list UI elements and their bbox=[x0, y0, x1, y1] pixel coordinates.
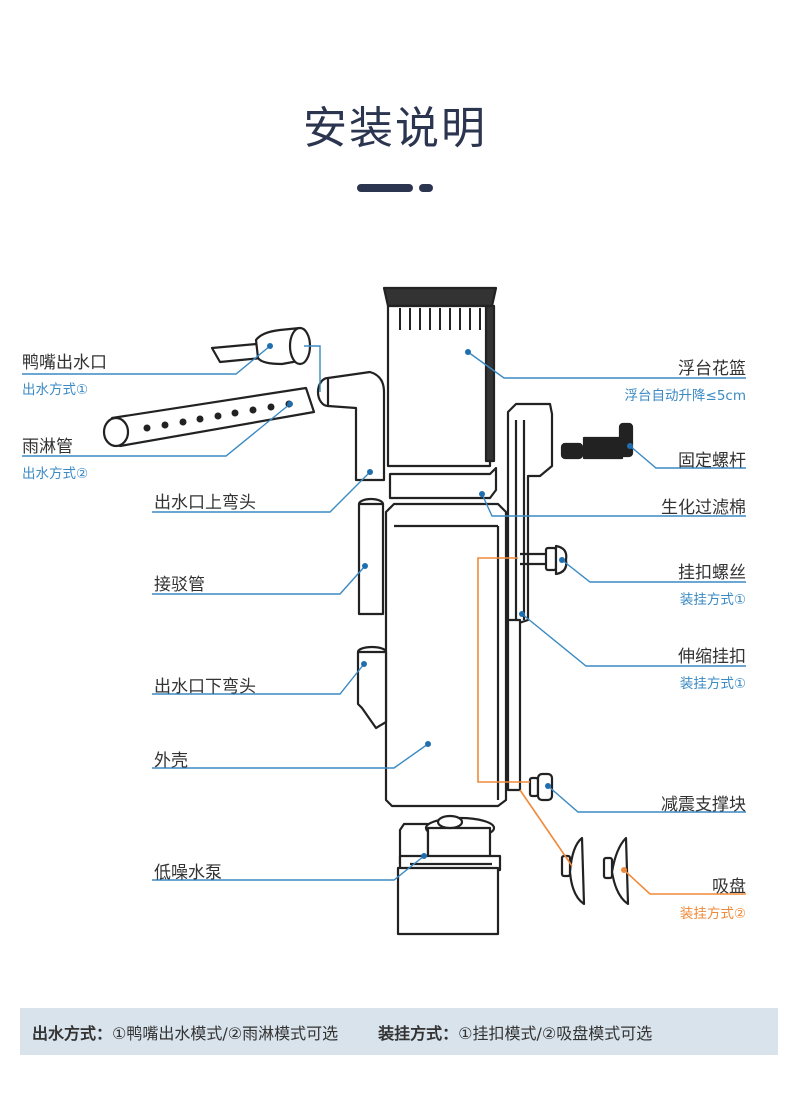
suction-leader-dot bbox=[621, 867, 627, 873]
suction-cup-part bbox=[560, 836, 630, 906]
label-duckbill-outlet: 鸭嘴出水口 bbox=[22, 353, 107, 373]
leader-dots bbox=[267, 343, 633, 859]
blue-leader-lines bbox=[22, 345, 746, 881]
spray-bar-part bbox=[102, 386, 316, 448]
label-hanging-screw: 挂扣螺丝 bbox=[678, 563, 746, 583]
label-low-noise-pump: 低噪水泵 bbox=[154, 863, 222, 883]
label-shock-absorber: 减震支撑块 bbox=[661, 795, 746, 815]
label-fixing-screw-rod: 固定螺杆 bbox=[678, 451, 746, 471]
label-bio-filter-sponge: 生化过滤棉 bbox=[661, 498, 746, 518]
sub-duckbill-outlet: 出水方式① bbox=[22, 382, 89, 398]
label-outer-shell: 外壳 bbox=[154, 751, 188, 771]
label-spray-bar: 雨淋管 bbox=[22, 437, 73, 457]
sub-floating-basket: 浮台自动升降≤5cm bbox=[624, 388, 746, 404]
footer-outlet-text: ①鸭嘴出水模式/②雨淋模式可选 bbox=[112, 1023, 339, 1043]
telescopic-hanger-part bbox=[506, 402, 554, 626]
footer-summary-bar: 出水方式： ①鸭嘴出水模式/②雨淋模式可选 装挂方式： ①挂扣模式/②吸盘模式可… bbox=[20, 1008, 778, 1055]
lower-outlet-elbow-part bbox=[356, 645, 388, 730]
upper-outlet-elbow-part bbox=[316, 370, 386, 482]
footer-outlet-title: 出水方式： bbox=[32, 1023, 113, 1043]
floating-basket-part bbox=[382, 286, 498, 468]
sub-telescopic-hanger: 装挂方式① bbox=[679, 676, 746, 692]
outer-shell-part bbox=[384, 502, 508, 808]
fixing-screw-rod-part bbox=[560, 422, 634, 460]
label-floating-basket: 浮台花篮 bbox=[678, 359, 746, 379]
label-lower-outlet-elbow: 出水口下弯头 bbox=[154, 677, 256, 697]
connector-pipe-part bbox=[357, 497, 385, 616]
title-underline-long bbox=[357, 184, 413, 192]
orange-guide-lines bbox=[477, 557, 746, 895]
label-upper-outlet-elbow: 出水口上弯头 bbox=[154, 493, 256, 513]
sub-suction-cup: 装挂方式② bbox=[679, 906, 746, 922]
title-underline-dot bbox=[419, 184, 433, 192]
shock-absorber-part bbox=[528, 772, 554, 802]
duckbill-outlet-part bbox=[210, 326, 312, 366]
sub-hanging-screw: 装挂方式① bbox=[679, 592, 746, 608]
low-noise-pump-part bbox=[396, 814, 502, 936]
label-connector-pipe: 接驳管 bbox=[154, 575, 205, 595]
page-title: 安装说明 bbox=[303, 103, 487, 154]
label-telescopic-hanger: 伸缩挂扣 bbox=[678, 647, 746, 667]
sub-spray-bar: 出水方式② bbox=[22, 466, 89, 482]
bio-filter-sponge-part bbox=[388, 466, 498, 500]
footer-mount-title: 装挂方式： bbox=[378, 1023, 459, 1043]
label-suction-cup: 吸盘 bbox=[712, 877, 746, 897]
hanging-screw-part bbox=[520, 544, 568, 576]
footer-mount-text: ①挂扣模式/②吸盘模式可选 bbox=[458, 1023, 653, 1043]
